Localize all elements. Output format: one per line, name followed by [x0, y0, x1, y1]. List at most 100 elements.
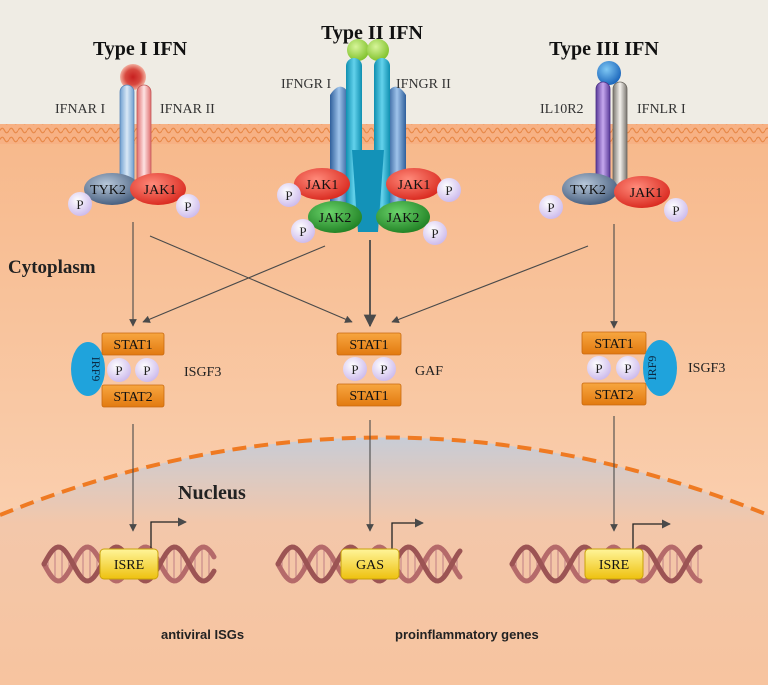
type3-phospho-right	[664, 198, 688, 222]
tss-arrow-right	[632, 519, 671, 551]
type2-phospho-1	[277, 183, 301, 207]
type2-phospho-1-label: P	[285, 188, 292, 203]
tss-arrows	[150, 517, 671, 551]
gaf-phospho-1-label: P	[351, 362, 358, 377]
type3-tyk2-label: TYK2	[570, 183, 606, 198]
gaf-stat1-top	[336, 332, 402, 356]
ifngr2-label: IFNGR II	[396, 77, 451, 92]
stat2-left	[101, 384, 165, 408]
type1-jak1-label: JAK1	[144, 183, 177, 198]
type2-phospho-4	[423, 221, 447, 245]
type3-receptor: IL10R2 IFNLR I TYK2 JAK1 P P	[539, 61, 688, 222]
il10r2-label: IL10R2	[540, 102, 584, 117]
isgf3-right-phospho-1-label: P	[595, 361, 602, 376]
stat1-left	[101, 332, 165, 356]
type3-ifn-ligand	[597, 61, 621, 85]
isre-element-left: ISRE	[99, 548, 159, 580]
type2-jak2-right	[376, 201, 430, 233]
irf9-right	[643, 340, 677, 396]
gaf-stat1-bottom	[336, 383, 402, 407]
isgf3-left-phospho-2-label: P	[143, 363, 150, 378]
isre-element-right: ISRE	[584, 548, 644, 580]
irf9-left-label: IRF9	[89, 357, 103, 382]
type1-tyk2-label: TYK2	[90, 183, 126, 198]
cytoplasm-label: Cytoplasm	[8, 257, 96, 278]
isgf3-left-phospho-1-label: P	[115, 363, 122, 378]
gaf-phospho-2-label: P	[380, 362, 387, 377]
type1-receptor: IFNAR I IFNAR II TYK2 JAK1 P P	[55, 64, 215, 218]
isgf3-complex-right: STAT1 STAT2 P P IRF9 ISGF3	[581, 331, 725, 406]
type3-jak1	[614, 176, 670, 208]
signal-arrows	[129, 222, 618, 532]
isre-right-label: ISRE	[599, 558, 629, 573]
stat2-left-label: STAT2	[113, 390, 152, 405]
type2-ifn-title: Type II IFN	[321, 22, 423, 44]
gas-element: GAS	[340, 548, 400, 580]
nucleus-label: Nucleus	[178, 482, 246, 504]
type1-ifn-title: Type I IFN	[93, 38, 188, 60]
isre-left-label: ISRE	[114, 558, 144, 573]
type2-jak1-left	[294, 168, 350, 200]
isgf3-left-label: ISGF3	[184, 365, 221, 380]
type1-phospho-left	[68, 192, 92, 216]
gaf-phospho-1	[343, 357, 367, 381]
isgf3-right-label: ISGF3	[688, 361, 725, 376]
type2-ifn-ligand-right	[367, 39, 389, 61]
proinflammatory-genes-label: proinflammatory genes	[395, 627, 539, 642]
ifnlr1-label: IFNLR I	[637, 102, 686, 117]
type2-receptor: IFNGR I IFNGR II JAK1 JAK1 JAK2 JAK2 P P…	[277, 39, 461, 245]
type3-tyk2	[562, 173, 618, 205]
gaf-complex: STAT1 STAT1 P P GAF	[336, 332, 443, 407]
type2-phospho-3	[291, 219, 315, 243]
type1-ifn-ligand	[120, 64, 146, 90]
type1-phospho-left-label: P	[76, 197, 83, 212]
gaf-stat1-top-label: STAT1	[349, 338, 388, 353]
gaf-label: GAF	[415, 364, 443, 379]
type3-phospho-right-label: P	[672, 203, 679, 218]
isgf3-left-phospho-2	[135, 358, 159, 382]
gaf-stat1-bottom-label: STAT1	[349, 389, 388, 404]
isgf3-left-phospho-1	[107, 358, 131, 382]
type1-phospho-right-label: P	[184, 199, 191, 214]
isgf3-right-phospho-1	[587, 356, 611, 380]
type1-phospho-right	[176, 194, 200, 218]
type2-jak2-left	[308, 201, 362, 233]
ifnar2-label: IFNAR II	[160, 102, 215, 117]
type3-ifn-title: Type III IFN	[549, 38, 659, 60]
irf9-right-label: IRF9	[645, 356, 659, 381]
type2-jak2-right-label: JAK2	[387, 211, 420, 226]
type1-jak1	[130, 173, 186, 205]
type2-jak2-left-label: JAK2	[319, 211, 352, 226]
gaf-phospho-2	[372, 357, 396, 381]
irf9-left	[71, 342, 105, 396]
stat1-right-label: STAT1	[594, 337, 633, 352]
type2-phospho-2-label: P	[445, 183, 452, 198]
isgf3-complex-left: IRF9 STAT1 STAT2 P P ISGF3	[71, 332, 221, 408]
ifngr1-label: IFNGR I	[281, 77, 332, 92]
type2-ifn-ligand-left	[347, 39, 369, 61]
gas-label: GAS	[356, 558, 384, 573]
isgf3-right-phospho-2-label: P	[624, 361, 631, 376]
ifnar1-label: IFNAR I	[55, 102, 106, 117]
type1-tyk2	[84, 173, 140, 205]
stat2-right-label: STAT2	[594, 388, 633, 403]
type2-jak1-left-label: JAK1	[306, 178, 339, 193]
type2-jak1-right	[386, 168, 442, 200]
isre-right-box	[584, 548, 644, 580]
arrow-type1-to-gaf	[149, 235, 353, 323]
type3-phospho-left-label: P	[547, 200, 554, 215]
type3-jak1-label: JAK1	[630, 186, 663, 201]
isgf3-right-phospho-2	[616, 356, 640, 380]
stat1-left-label: STAT1	[113, 338, 152, 353]
arrow-type3-to-gaf	[391, 245, 589, 324]
type3-phospho-left	[539, 195, 563, 219]
stat2-right	[581, 382, 647, 406]
type2-phospho-4-label: P	[431, 226, 438, 241]
ifnlr1-chain	[612, 81, 628, 195]
type2-jak1-right-label: JAK1	[398, 178, 431, 193]
type2-phospho-2	[437, 178, 461, 202]
type2-phospho-3-label: P	[299, 224, 306, 239]
tss-arrow-left	[150, 517, 187, 548]
